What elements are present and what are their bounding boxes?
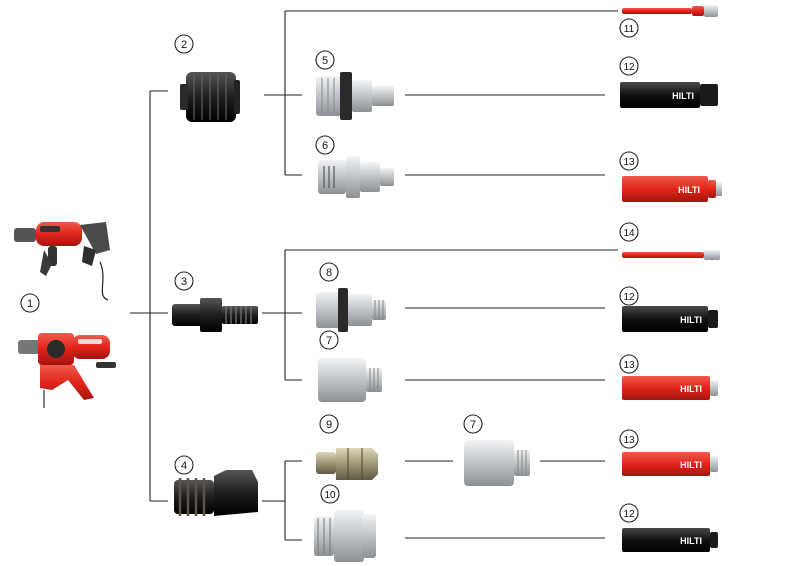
rig-mounted-drill-icon: [18, 333, 116, 408]
hilti-logo-text: HILTI: [680, 384, 702, 394]
callout-13: 13: [619, 151, 639, 171]
quick-connect-adapter-icon: [316, 72, 394, 120]
svg-text:11: 11: [624, 24, 635, 35]
connector-lines: [130, 10, 618, 541]
svg-text:5: 5: [322, 55, 328, 67]
svg-text:12: 12: [623, 292, 635, 303]
thread-adapter-icon: [318, 358, 382, 402]
hilti-logo-text: HILTI: [680, 536, 702, 546]
svg-text:13: 13: [623, 157, 635, 168]
threaded-shank-adapter-icon: [172, 298, 258, 332]
core-bit-black-icon: HILTI: [622, 528, 718, 552]
svg-text:12: 12: [623, 62, 635, 73]
core-bit-black-icon: HILTI: [620, 82, 718, 108]
callout-1: 1: [20, 293, 40, 313]
callout-14: 14: [619, 222, 639, 242]
hilti-logo-text: HILTI: [680, 315, 702, 325]
core-bit-red-icon: HILTI: [622, 176, 722, 202]
svg-text:7: 7: [470, 419, 476, 431]
callout-9: 9: [319, 414, 339, 434]
svg-text:6: 6: [322, 140, 328, 152]
svg-text:12: 12: [623, 509, 635, 520]
quick-connect-adapter-icon: [316, 288, 386, 332]
svg-text:14: 14: [623, 228, 635, 239]
callout-12: 12: [619, 286, 639, 306]
callout-13: 13: [619, 354, 639, 374]
hilti-logo-text: HILTI: [680, 460, 702, 470]
callout-7: 7: [463, 414, 483, 434]
svg-text:13: 13: [623, 360, 635, 371]
callout-3: 3: [174, 271, 194, 291]
callout-7: 7: [319, 330, 339, 350]
coupling-sleeve-icon: [314, 510, 376, 562]
thin-bit-rod-icon: [622, 5, 718, 17]
callout-5: 5: [315, 50, 335, 70]
callout-2: 2: [174, 34, 194, 54]
callout-11: 11: [619, 18, 639, 38]
callout-13: 13: [619, 429, 639, 449]
hilti-logo-text: HILTI: [672, 91, 694, 101]
connector-end-icon: [174, 470, 258, 516]
callout-10: 10: [320, 484, 340, 504]
core-bit-red-icon: HILTI: [622, 376, 718, 400]
svg-text:8: 8: [326, 267, 332, 279]
svg-text:7: 7: [326, 335, 332, 347]
thin-bit-rod-icon: [622, 250, 720, 260]
chuck-adapter-icon: [180, 72, 240, 122]
thread-adapter-icon: [464, 440, 530, 486]
callout-6: 6: [315, 135, 335, 155]
core-bit-red-icon: HILTI: [622, 452, 718, 476]
svg-text:13: 13: [623, 435, 635, 446]
hilti-logo-text: HILTI: [678, 185, 700, 195]
callout-8: 8: [319, 262, 339, 282]
svg-text:9: 9: [326, 419, 332, 431]
svg-text:3: 3: [181, 276, 187, 288]
callout-12: 12: [619, 503, 639, 523]
svg-text:1: 1: [27, 298, 33, 310]
bicore-adapter-icon: [316, 448, 378, 480]
callout-4: 4: [174, 455, 194, 475]
callout-12: 12: [619, 56, 639, 76]
handheld-drill-icon: [14, 222, 110, 301]
svg-text:4: 4: [181, 460, 187, 472]
svg-text:10: 10: [324, 490, 336, 501]
quick-release-adapter-icon: [318, 156, 394, 198]
svg-text:2: 2: [181, 39, 187, 51]
core-bit-black-icon: HILTI: [622, 306, 718, 332]
